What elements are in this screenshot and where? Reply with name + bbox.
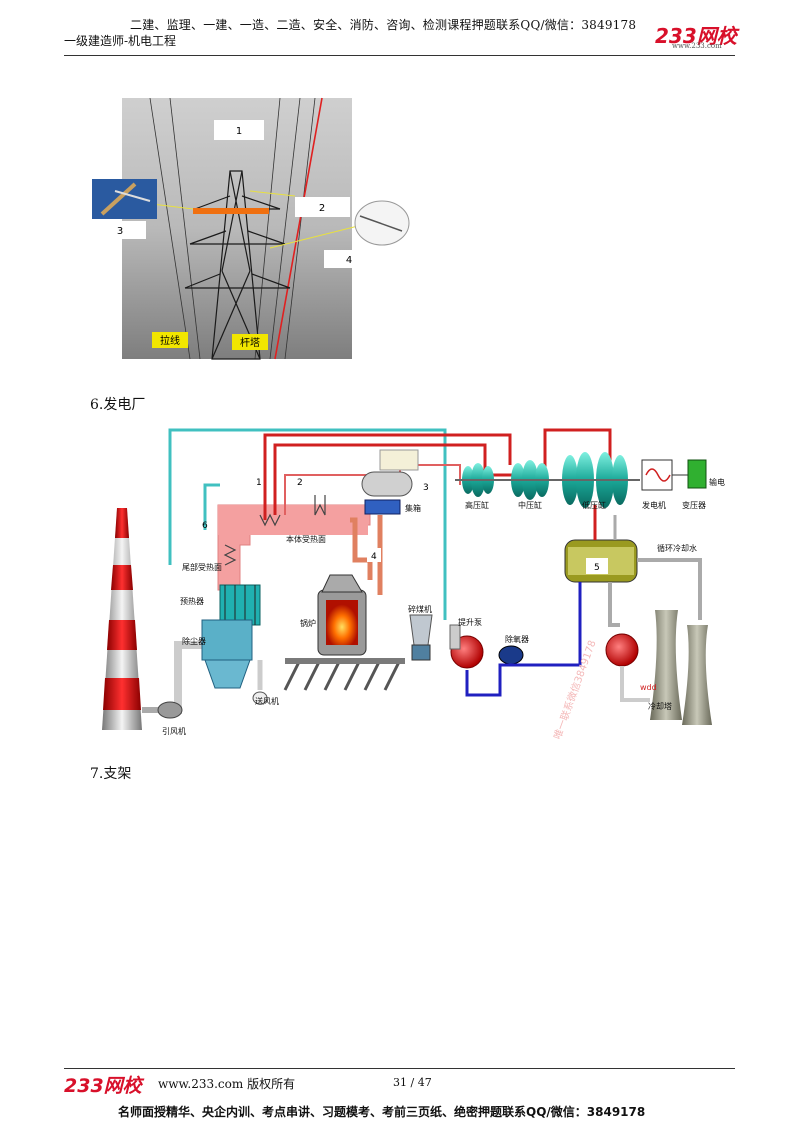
feedwater-line xyxy=(168,428,447,620)
power-lines xyxy=(149,97,316,360)
label-tail-heating: 尾部受热面 xyxy=(182,562,222,572)
label-dust: 除尘器 xyxy=(182,636,206,646)
chimney xyxy=(102,508,142,730)
header-subject: 一级建造师-机电工程 xyxy=(64,34,177,48)
label-box-tower xyxy=(232,334,268,350)
transformer-shape xyxy=(687,459,707,489)
label-hp: 高压缸 xyxy=(465,500,489,510)
watermark-text: 唯一联系微信3849178 xyxy=(551,638,599,741)
callout-4: 4 xyxy=(346,255,352,266)
fd-fan-shape xyxy=(252,691,268,705)
callout-box-4 xyxy=(324,250,380,268)
id-fan-shape xyxy=(157,701,183,719)
callout-2: 2 xyxy=(319,203,325,214)
condensate-line xyxy=(465,582,582,697)
plant-labels: 高压缸 中压缸 低压缸 发电机 变压器 输电 集箱 本体受热面 尾部受热面 预热… xyxy=(162,477,725,736)
section-title-support: 7.支架 xyxy=(90,766,132,782)
generator-shape xyxy=(641,459,673,491)
circ-pump-shape xyxy=(605,633,639,667)
label-lp: 低压缸 xyxy=(582,500,606,510)
plant-number-6: 6 xyxy=(202,521,208,531)
crossarm-highlight xyxy=(193,208,269,214)
callout-3: 3 xyxy=(117,226,123,237)
label-preheater: 预热器 xyxy=(180,596,204,606)
callout-box-3 xyxy=(92,221,146,239)
footer-divider xyxy=(64,1068,735,1069)
label-drum: 集箱 xyxy=(405,503,421,513)
pointer-lines xyxy=(151,190,359,249)
header-logo-url: www.233.com xyxy=(672,42,722,50)
header-collector-shape xyxy=(364,499,401,515)
dust-collector-shape xyxy=(201,619,253,661)
label-wdd: wdd xyxy=(640,683,657,692)
plant-number-2: 2 xyxy=(297,478,303,488)
label-transformer: 变压器 xyxy=(682,500,706,510)
reheat-line xyxy=(543,428,612,475)
label-tower: 杆塔 xyxy=(240,336,260,349)
main-steam-line xyxy=(263,433,512,520)
label-id-fan: 引风机 xyxy=(162,726,186,736)
label-ip: 中压缸 xyxy=(518,500,542,510)
label-fd-fan: 送风机 xyxy=(255,696,279,706)
label-output: 输电 xyxy=(709,477,725,487)
label-cooling-tower: 冷却塔 xyxy=(648,701,672,711)
page-number: 31 / 47 xyxy=(393,1076,432,1089)
footer-note: 名师面授精华、央企内训、考点串讲、习题模考、考前三页纸、绝密押题联系QQ/微信：… xyxy=(118,1105,646,1119)
header-courses-line: 二建、监理、一建、一造、二造、安全、消防、咨询、检测课程押题联系QQ/微信：38… xyxy=(130,18,637,32)
red-line xyxy=(274,97,323,360)
label-lift-pump: 提升泵 xyxy=(458,617,482,627)
furnace-fire xyxy=(326,600,358,645)
ground-grate xyxy=(283,659,402,691)
header-logo: 233网校 xyxy=(655,24,737,48)
deaerator-shape xyxy=(498,645,524,665)
label-deaerator: 除氧器 xyxy=(505,634,529,644)
transmission-tower-figure: 1 2 3 4 拉线 杆塔 xyxy=(92,97,410,360)
plant-number-4: 4 xyxy=(371,552,377,562)
label-boiler: 锅炉 xyxy=(300,618,316,628)
body-heating-area xyxy=(218,505,368,535)
label-guy-wire: 拉线 xyxy=(160,334,180,347)
drum-shape xyxy=(361,471,413,497)
footer-site: www.233.com 版权所有 xyxy=(158,1077,296,1091)
header-divider xyxy=(64,55,735,56)
label-body-heating: 本体受热面 xyxy=(286,534,326,544)
callout-1: 1 xyxy=(236,126,242,137)
callout-box-2 xyxy=(295,197,350,217)
label-box-guy-wire xyxy=(152,332,188,348)
power-plant-diagram: 1 2 3 4 5 6 高压缸 中压缸 低压缸 发电机 变压器 输电 集箱 本体… xyxy=(102,428,725,741)
label-coal-mill: 碎煤机 xyxy=(408,604,432,614)
cooling-tower-2 xyxy=(682,625,712,725)
coal-mill-shape xyxy=(409,614,433,646)
label-generator: 发电机 xyxy=(642,500,666,510)
callout-box-1 xyxy=(214,120,264,140)
plant-number-1: 1 xyxy=(256,478,262,488)
plant-number-3: 3 xyxy=(423,483,429,493)
footer-logo: 233网校 xyxy=(64,1075,142,1097)
label-circ-water: 循环冷却水 xyxy=(657,543,697,553)
cooling-tower-1 xyxy=(650,610,682,720)
inset-clamp-photo xyxy=(354,200,410,246)
section-title-power-plant: 6.发电厂 xyxy=(90,397,146,413)
plant-number-5: 5 xyxy=(594,563,600,573)
preheater-shape xyxy=(219,584,261,626)
preheater-lines xyxy=(224,585,256,625)
